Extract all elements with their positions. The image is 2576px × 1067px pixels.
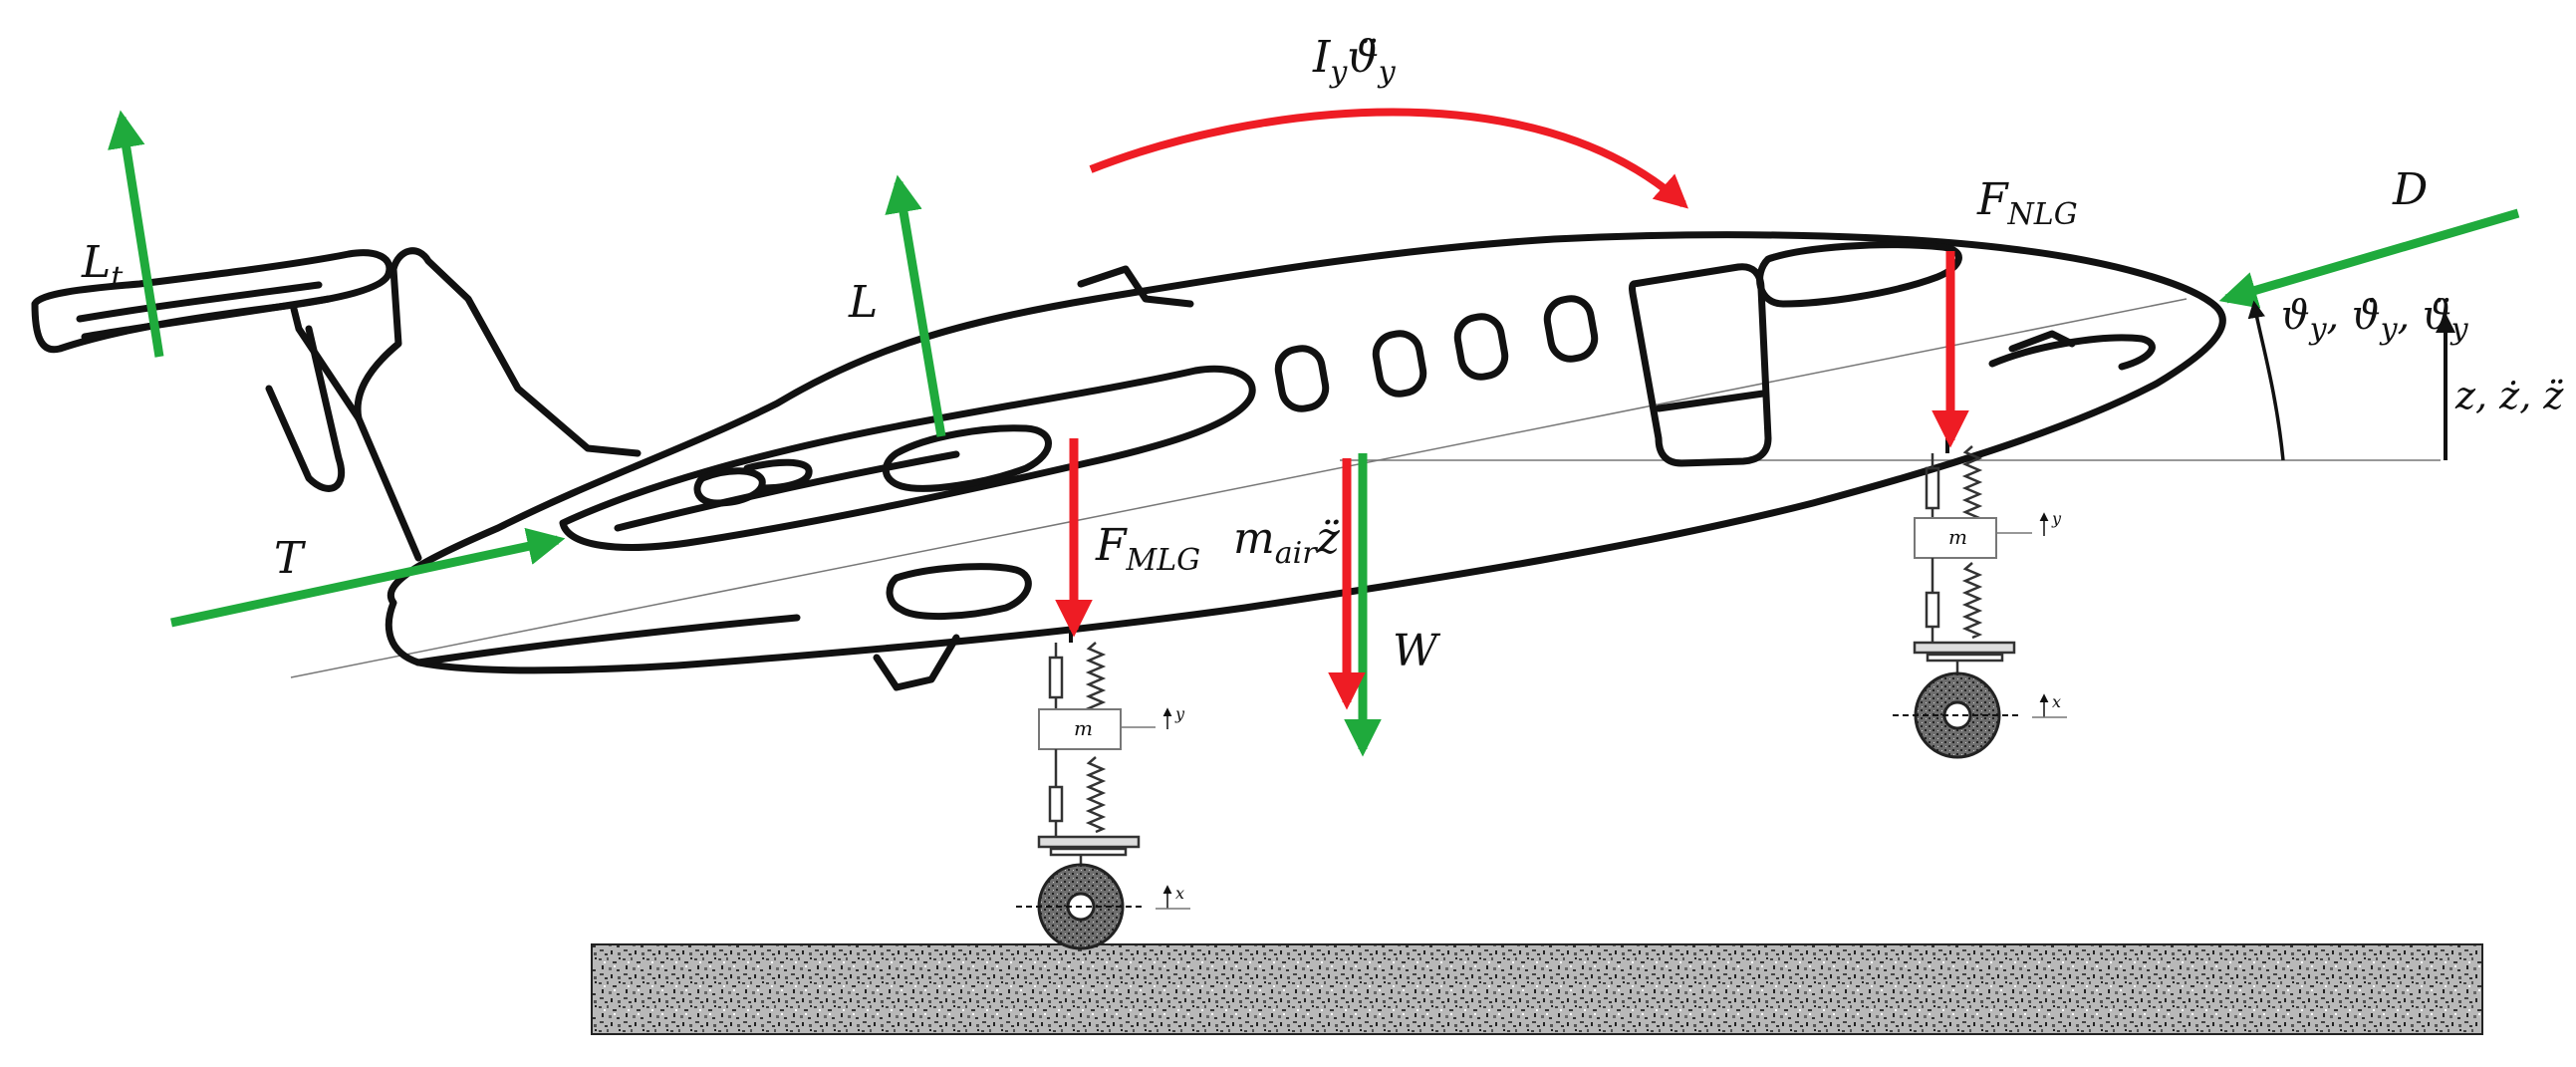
window-2 [1372, 330, 1427, 398]
vertical-tail-rudder [290, 305, 363, 422]
nose-gear-y-label: y [2051, 509, 2062, 528]
pitch-states-label: ϑy, ϑ̇y, ϑ̈y [2281, 293, 2469, 347]
cabin-door-line [1655, 390, 1767, 412]
drag-label: D [2392, 164, 2428, 215]
pitch-moment-label: Iyϑ̈y [1312, 32, 1397, 90]
main-gear-mass-label: m [1074, 716, 1093, 740]
window-3 [1453, 313, 1509, 381]
main-gear-y-label: y [1174, 704, 1185, 723]
aircraft-outline [31, 231, 2226, 691]
tail-lower-contour [414, 614, 801, 667]
tail-lift-label: Lt [81, 237, 124, 295]
inertial-force-label: mairz̈ [1233, 513, 1341, 571]
horizontal-tail-inner-2 [81, 295, 333, 341]
cockpit-window [1756, 241, 1962, 308]
nose-detail [1988, 334, 2156, 371]
nose-gear-force-label: FNLG [1976, 174, 2078, 232]
drag-arrow [2218, 208, 2520, 309]
tail-lift-arrow [108, 110, 164, 358]
wing [559, 365, 1256, 551]
main-gear-x-label: x [1175, 884, 1184, 903]
wing-lift-label: L [848, 277, 878, 328]
horizontal-tail-inner [76, 281, 323, 323]
thrust-arrow [170, 527, 566, 628]
pitch-angle-arc [2247, 300, 2285, 461]
main-landing-gear [1016, 628, 1190, 950]
fuselage [385, 231, 2226, 674]
window-1 [1274, 345, 1330, 412]
weight-label: W [1393, 626, 1441, 676]
forward-canard [1077, 265, 1194, 308]
thrust-label: T [274, 533, 307, 584]
main-gear-mass-block [1038, 708, 1122, 750]
nose-landing-gear [1893, 438, 2067, 759]
heave-states-label: z, ż, z̈ [2454, 374, 2564, 417]
dorsal-fin [265, 325, 346, 492]
ventral-strake [886, 563, 1032, 621]
main-gear-force-label: FMLG [1095, 520, 1200, 578]
nose-gear-mass-label: m [1948, 525, 1967, 549]
nose-gear-x-label: x [2052, 692, 2061, 711]
engine-nacelle [882, 424, 1052, 492]
ground-slab [591, 943, 2483, 1035]
nose-gear-mass-block [1914, 517, 1997, 559]
ventral-fin [873, 634, 960, 691]
window-4 [1543, 295, 1599, 363]
horizontal-tail [31, 249, 393, 354]
wing-lift-arrow [885, 174, 946, 437]
engine-nacelle-2 [693, 467, 766, 507]
vertical-tail [354, 247, 642, 562]
engine-nacelle-3 [743, 458, 813, 492]
pitch-moment-arrow [1089, 108, 1688, 209]
cabin-door [1629, 263, 1772, 467]
fuselage-axis-line [290, 298, 2188, 678]
nose-detail-2 [2008, 330, 2076, 353]
